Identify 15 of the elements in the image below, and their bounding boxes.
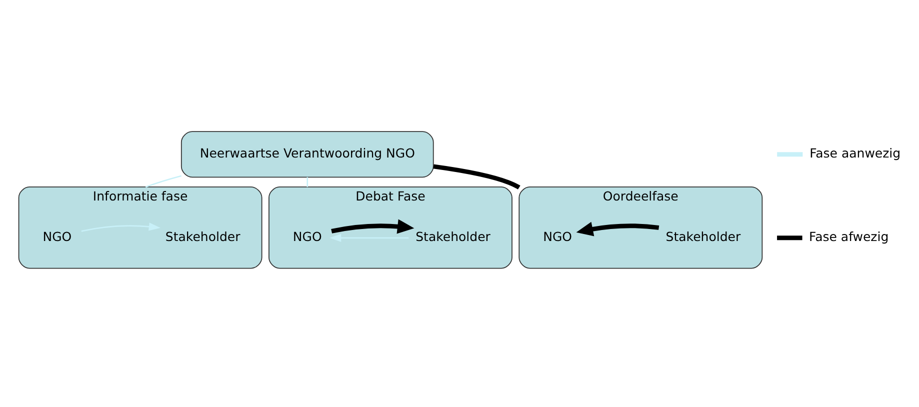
node-text: Stakeholder	[416, 229, 490, 244]
node-box: Neerwaartse Verantwoording NGO	[180, 131, 434, 178]
node-text: NGO	[292, 229, 322, 244]
arrow	[330, 234, 409, 242]
connector	[145, 175, 182, 188]
connector	[306, 177, 308, 187]
arrow	[576, 222, 660, 236]
node-text: Stakeholder	[165, 229, 240, 244]
legend-label: Fase afwezig	[809, 229, 889, 244]
node-text: Stakeholder	[666, 229, 741, 244]
arrow	[331, 219, 414, 234]
legend-label: Fase aanwezig	[810, 146, 901, 161]
connector	[433, 164, 520, 190]
node-text: NGO	[543, 229, 572, 244]
node-text: NGO	[42, 229, 72, 244]
